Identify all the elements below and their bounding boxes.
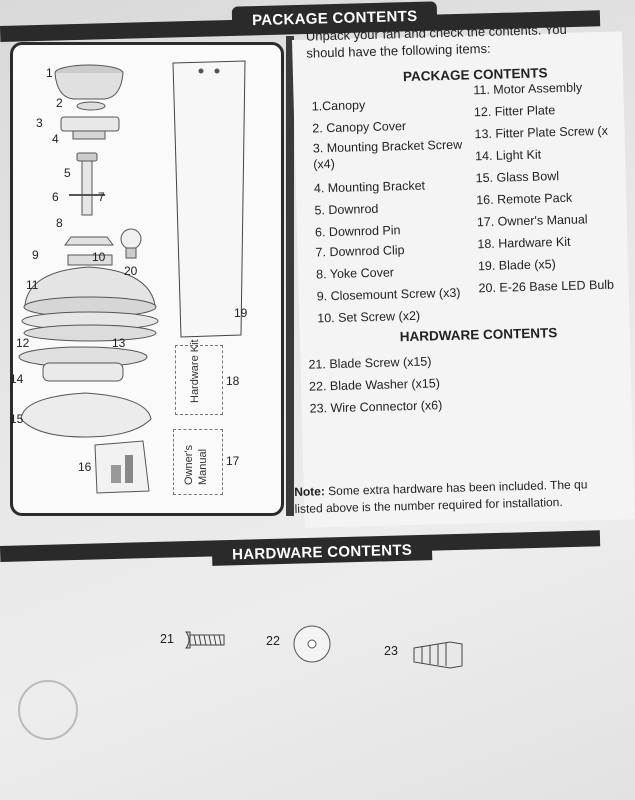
- item-9: 9. Closemount Screw (x3): [316, 285, 461, 304]
- hardware-kit-box: [175, 345, 223, 415]
- hardware-contents-title: HARDWARE CONTENTS: [211, 535, 433, 566]
- callout-20: 20: [124, 264, 138, 278]
- callout-11: 11: [26, 278, 39, 292]
- callout-5: 5: [64, 166, 71, 180]
- callout-4: 4: [52, 132, 59, 146]
- item-12: 12. Fitter Plate: [473, 103, 556, 120]
- item-18: 18. Hardware Kit: [477, 234, 571, 252]
- wire-connector-icon: [413, 641, 463, 669]
- remote-pack-drawing: [94, 440, 150, 494]
- owners-manual-label-2: Manual: [197, 448, 209, 485]
- item-8: 8. Yoke Cover: [315, 265, 395, 282]
- item-21: 21. Blade Screw (x15): [308, 354, 432, 372]
- item-3: 3. Mounting Bracket Screw: [312, 137, 463, 156]
- hardware-kit-label: Hardware Kit: [189, 339, 201, 403]
- parts-illustration-panel: Hardware Kit Owner's Manual: [10, 42, 284, 516]
- contents-list-panel: Unpack your fan and check the contents. …: [292, 22, 635, 528]
- seal-watermark: [18, 680, 78, 740]
- callout-12: 12: [16, 336, 30, 350]
- callout-3: 3: [36, 116, 43, 130]
- item-4: 4. Mounting Bracket: [313, 178, 426, 196]
- callout-18: 18: [226, 374, 240, 388]
- item-15: 15. Glass Bowl: [475, 169, 560, 186]
- parts-diagram: [18, 60, 246, 494]
- item-5: 5. Downrod: [314, 201, 379, 218]
- callout-2: 2: [56, 96, 63, 110]
- owners-manual-label-1: Owner's: [183, 445, 195, 485]
- item-22: 22. Blade Washer (x15): [308, 376, 441, 394]
- callout-17: 17: [226, 454, 240, 468]
- panel-divider: [286, 36, 294, 516]
- callout-16: 16: [78, 460, 92, 474]
- mounting-bracket-drawing: [60, 116, 120, 140]
- note-text: Some extra hardware has been included. T…: [294, 477, 588, 516]
- callout-10: 10: [92, 250, 106, 264]
- item-3-qty: (x4): [313, 156, 335, 172]
- hardware-callout-23: 23: [384, 644, 398, 658]
- callout-1: 1: [46, 66, 53, 80]
- canopy-cover-drawing: [76, 101, 106, 111]
- led-bulb-drawing: [120, 228, 142, 259]
- callout-8: 8: [56, 216, 63, 230]
- item-20: 20. E-26 Base LED Bulb: [478, 277, 615, 296]
- item-11: 11. Motor Assembly: [473, 80, 583, 98]
- blade-washer-icon: [293, 625, 331, 663]
- callout-15: 15: [10, 412, 24, 426]
- callout-13: 13: [112, 336, 126, 350]
- item-19: 19. Blade (x5): [477, 257, 556, 274]
- item-6: 6. Downrod Pin: [314, 223, 401, 240]
- item-14: 14. Light Kit: [474, 147, 542, 164]
- downrod-drawing: [69, 152, 105, 216]
- item-23: 23. Wire Connector (x6): [309, 398, 443, 416]
- yoke-cover-drawing: [64, 236, 114, 246]
- owners-manual-box: [173, 429, 223, 495]
- item-13: 13. Fitter Plate Screw (x: [474, 123, 609, 142]
- glass-bowl-drawing: [20, 392, 152, 438]
- callout-14: 14: [10, 372, 24, 386]
- item-17: 17. Owner's Manual: [476, 212, 588, 230]
- intro-text: Unpack your fan and check the contents. …: [305, 21, 567, 61]
- callout-7: 7: [98, 190, 105, 204]
- callout-19: 19: [234, 306, 248, 320]
- item-1: 1.Canopy: [311, 98, 366, 114]
- blade-drawing: [172, 60, 246, 338]
- canopy-drawing: [54, 64, 124, 100]
- item-16: 16. Remote Pack: [476, 190, 573, 208]
- item-10: 10. Set Screw (x2): [317, 308, 421, 326]
- hardware-contents-heading: HARDWARE CONTENTS: [399, 325, 558, 345]
- callout-6: 6: [52, 190, 59, 204]
- light-kit-drawing: [18, 346, 148, 382]
- item-7: 7. Downrod Clip: [315, 243, 405, 260]
- hardware-callout-22: 22: [266, 634, 280, 648]
- blade-screw-icon: [185, 631, 225, 649]
- motor-assembly-drawing: [21, 254, 159, 342]
- callout-9: 9: [32, 248, 39, 262]
- manual-page: PACKAGE CONTENTS: [0, 1, 635, 740]
- item-2: 2. Canopy Cover: [312, 119, 407, 136]
- note-label: Note:: [294, 484, 326, 499]
- hardware-callout-21: 21: [160, 632, 174, 646]
